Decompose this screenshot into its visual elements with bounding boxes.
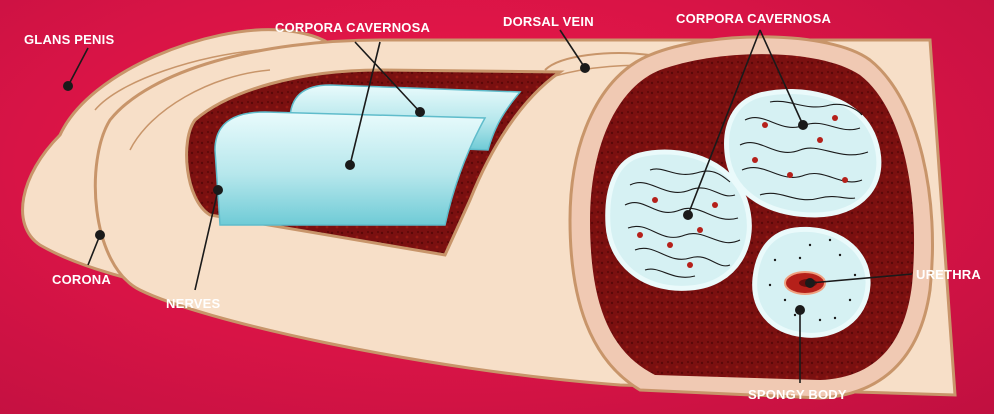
label-glans-penis: GLANS PENIS	[24, 32, 114, 47]
label-urethra: URETHRA	[916, 267, 981, 282]
label-corpora-cavernosa-left: CORPORA CAVERNOSA	[275, 20, 430, 35]
label-spongy-body: SPONGY BODY	[748, 387, 847, 402]
label-dorsal-vein: DORSAL VEIN	[503, 14, 594, 29]
label-nerves: NERVES	[166, 296, 220, 311]
label-corona: CORONA	[52, 272, 111, 287]
label-corpora-cavernosa-right: CORPORA CAVERNOSA	[676, 11, 831, 26]
cross-section	[570, 37, 933, 398]
